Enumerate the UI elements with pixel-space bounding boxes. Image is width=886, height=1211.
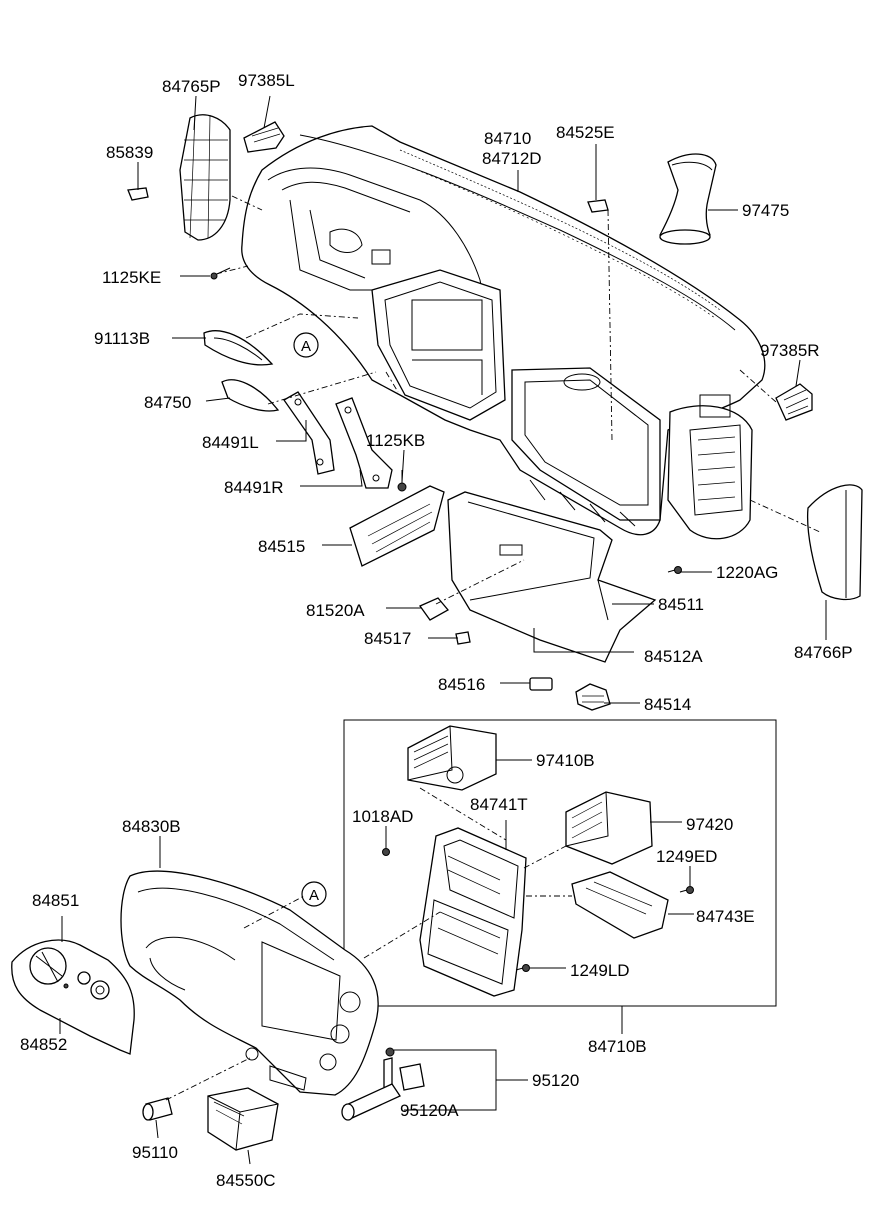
label-91113b: 91113B	[94, 329, 150, 348]
label-84511: 84511	[658, 595, 704, 614]
label-97475: 97475	[742, 201, 789, 220]
label-84851: 84851	[32, 891, 79, 910]
label-84491l: 84491L	[202, 433, 259, 452]
label-1125kb: 1125KB	[366, 431, 425, 450]
lower-panel-84830b	[120, 870, 379, 1096]
label-84750: 84750	[144, 393, 191, 412]
label-95110: 95110	[132, 1143, 178, 1162]
connector-a-top-label: A	[301, 338, 311, 355]
label-84852: 84852	[20, 1035, 67, 1054]
connector-a-bottom-label: A	[309, 887, 319, 904]
label-84710: 84710	[484, 129, 531, 148]
switch-95110	[142, 1097, 173, 1121]
label-84741t: 84741T	[470, 795, 528, 814]
label-1125ke: 1125KE	[102, 268, 161, 287]
bracket-84491r	[335, 397, 393, 489]
label-84516: 84516	[438, 675, 485, 694]
latch-84514	[575, 683, 611, 711]
clip-84525e	[587, 168, 609, 213]
box-84550c	[207, 1087, 279, 1151]
pad-84516	[529, 677, 553, 691]
panel-91113b	[203, 330, 274, 366]
part-labels: 84765P 97385L 85839 84710 84712D 84525E …	[20, 71, 853, 1190]
label-85839: 85839	[106, 143, 153, 162]
label-1249ld: 1249LD	[570, 961, 630, 980]
label-84514: 84514	[644, 695, 691, 714]
connector-a-top: A	[293, 332, 319, 358]
label-1220ag: 1220AG	[716, 563, 778, 582]
side-cover-right	[806, 484, 863, 601]
screw-1249ld	[515, 964, 530, 972]
label-97385r: 97385R	[760, 341, 820, 360]
label-84830b: 84830B	[122, 817, 181, 836]
connector-a-bottom: A	[301, 881, 327, 907]
tray-84743e	[571, 871, 669, 939]
clip-85839	[127, 187, 149, 201]
socket-95120	[341, 1047, 425, 1121]
label-84765p: 84765P	[162, 77, 221, 96]
label-84517: 84517	[364, 629, 411, 648]
crash-pad-assembly	[241, 125, 766, 540]
label-84710b: 84710B	[588, 1037, 647, 1056]
label-84550c: 84550C	[216, 1171, 276, 1190]
side-cover-left	[179, 114, 231, 241]
label-84712d: 84712D	[482, 149, 542, 168]
vent-97385l	[243, 121, 285, 153]
glove-box	[447, 491, 657, 663]
label-84515: 84515	[258, 537, 305, 556]
screw-1220ag	[667, 566, 682, 574]
label-84491r: 84491R	[224, 478, 284, 497]
label-1018ad: 1018AD	[352, 807, 413, 826]
screw-1018ad	[382, 838, 390, 856]
cover-84515	[349, 485, 445, 567]
label-97385l: 97385L	[238, 71, 295, 90]
panel-84750	[221, 379, 280, 412]
label-81520a: 81520A	[306, 601, 365, 620]
label-95120a: 95120A	[400, 1101, 459, 1120]
label-97420: 97420	[686, 815, 733, 834]
vent-97420	[565, 791, 653, 865]
label-84766p: 84766P	[794, 643, 853, 662]
label-84512a: 84512A	[644, 647, 703, 666]
label-84743e: 84743E	[696, 907, 755, 926]
center-fascia-box	[343, 719, 777, 1007]
switch-panel	[11, 939, 135, 1055]
label-97410b: 97410B	[536, 751, 595, 770]
defroster-duct	[659, 153, 717, 245]
label-95120: 95120	[532, 1071, 579, 1090]
handle-81520a	[419, 597, 450, 621]
screw-1249ed	[679, 886, 694, 894]
vent-97385r	[775, 383, 813, 421]
vent-97410b	[407, 725, 497, 791]
label-84525e: 84525E	[556, 123, 615, 142]
bumper-84517	[455, 631, 471, 645]
screw-1125ke	[210, 267, 231, 280]
label-1249ed: 1249ED	[656, 847, 717, 866]
bezel-84741t	[419, 827, 527, 997]
bracket-84491l	[283, 391, 335, 475]
leader-lines	[59, 95, 827, 1165]
